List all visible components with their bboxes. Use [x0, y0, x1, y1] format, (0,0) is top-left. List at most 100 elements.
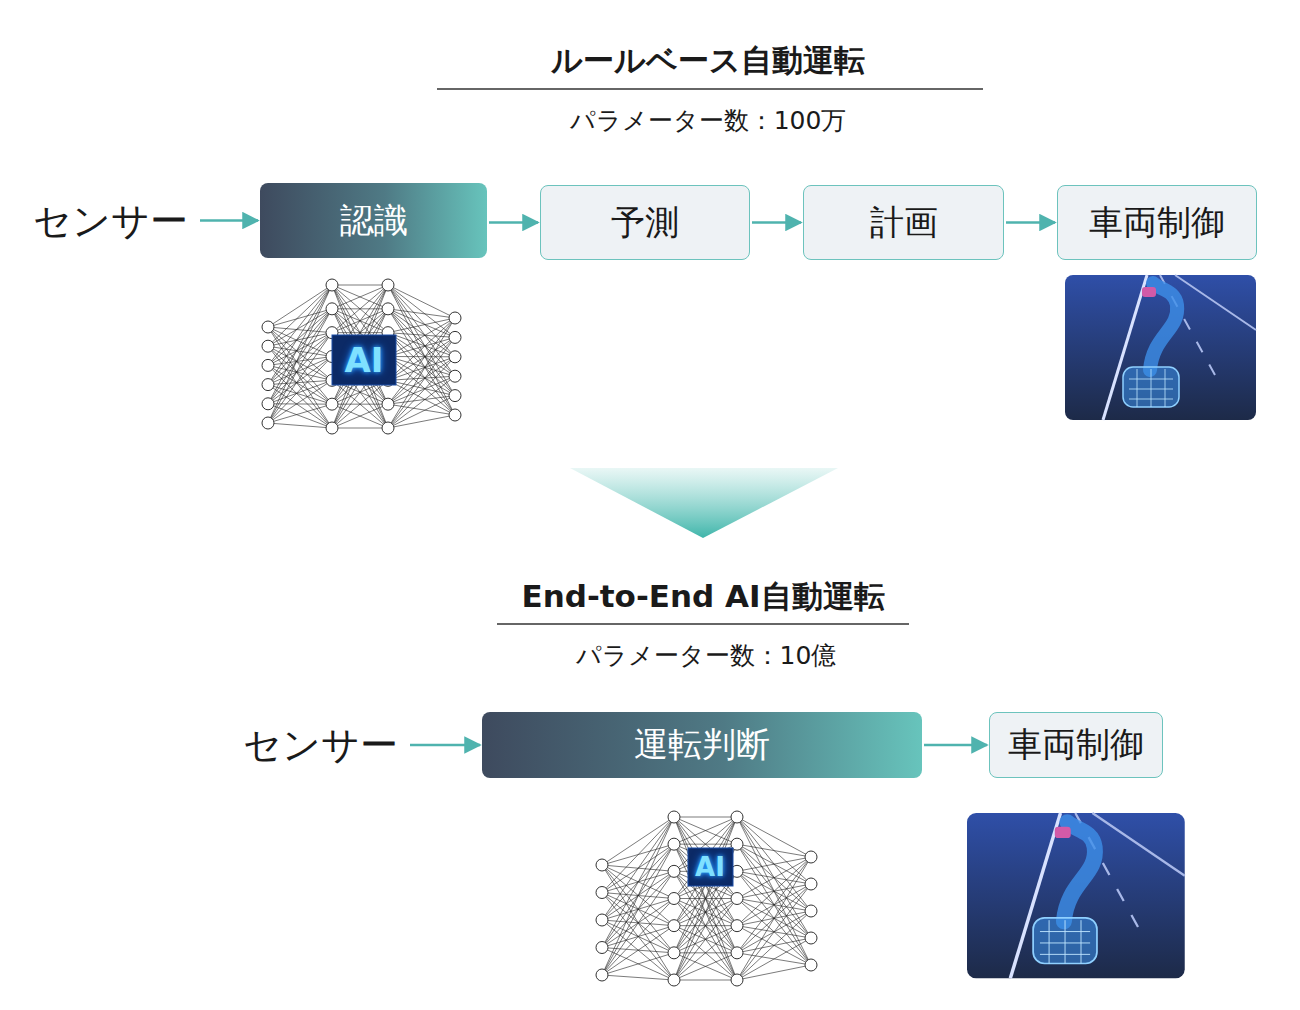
- net-link: [388, 380, 455, 415]
- net-link: [388, 337, 455, 428]
- net-neuron: [449, 409, 461, 421]
- net-link: [268, 385, 332, 405]
- process-box: 計画: [803, 185, 1004, 260]
- driving-scene: [1065, 275, 1256, 420]
- section-heading: ルールベース自動運転: [551, 40, 865, 82]
- road-line: [1092, 813, 1184, 876]
- node-text: 車両制御: [1008, 722, 1144, 768]
- net-link: [388, 376, 455, 428]
- net-link: [388, 309, 455, 415]
- net-neuron: [731, 811, 743, 823]
- net-link: [388, 337, 455, 404]
- net-link: [674, 844, 737, 980]
- scene-bg: [1065, 275, 1256, 420]
- net-link: [602, 953, 674, 975]
- net-neuron: [262, 417, 274, 429]
- net-link: [602, 817, 674, 975]
- ai-badge: AI: [695, 852, 725, 882]
- flow-arrow: [489, 221, 538, 224]
- net-neuron: [668, 947, 680, 959]
- net-neuron: [668, 893, 680, 905]
- net-neuron: [668, 920, 680, 932]
- net-link: [674, 926, 737, 980]
- net-link: [332, 285, 388, 333]
- net-link: [737, 817, 811, 911]
- net-link: [388, 415, 455, 428]
- net-link: [388, 333, 455, 415]
- net-link: [737, 911, 811, 980]
- net-link: [388, 376, 455, 380]
- net-link: [674, 817, 737, 899]
- net-link: [737, 857, 811, 980]
- net-link: [602, 871, 674, 975]
- net-link: [332, 285, 388, 333]
- net-link: [332, 285, 388, 309]
- net-link: [737, 857, 811, 871]
- net-link: [388, 357, 455, 404]
- input-label: センサー: [30, 193, 190, 249]
- net-link: [388, 357, 455, 381]
- net-link: [737, 817, 811, 884]
- net-link: [674, 844, 737, 898]
- net-link: [674, 871, 737, 980]
- net-link: [388, 376, 455, 404]
- net-link: [268, 365, 332, 404]
- net-link: [388, 404, 455, 415]
- net-neuron: [262, 359, 274, 371]
- net-link: [737, 965, 811, 980]
- net-link: [602, 975, 674, 980]
- net-link: [737, 857, 811, 953]
- net-link: [332, 285, 388, 286]
- net-link: [674, 817, 737, 818]
- net-neuron: [382, 303, 394, 315]
- net-link: [737, 857, 811, 926]
- input-label: センサー: [240, 717, 400, 773]
- net-link: [602, 920, 674, 980]
- ai-stage-box: 認識: [260, 183, 487, 258]
- net-neuron: [326, 279, 338, 291]
- net-link: [388, 318, 455, 404]
- net-link: [268, 333, 332, 423]
- ai-stage-box: 運転判断: [482, 712, 922, 778]
- wire-car: [1033, 918, 1097, 964]
- net-neuron: [262, 340, 274, 352]
- net-neuron: [326, 422, 338, 434]
- net-link: [388, 356, 455, 357]
- net-link: [674, 817, 737, 844]
- ai-badge: AI: [345, 340, 384, 380]
- net-link: [674, 926, 737, 980]
- flow-arrow: [410, 744, 480, 747]
- net-link: [268, 380, 332, 403]
- node-text: 車両制御: [1089, 200, 1225, 246]
- flow-arrow: [924, 744, 987, 747]
- net-neuron: [262, 398, 274, 410]
- node-text: 運転判断: [634, 722, 770, 768]
- net-neuron: [326, 303, 338, 315]
- ai-panel: [332, 335, 396, 385]
- flow-arrow: [1006, 221, 1055, 224]
- net-link: [674, 953, 737, 980]
- node-text: センサー: [33, 196, 188, 247]
- net-neuron: [382, 279, 394, 291]
- net-neuron: [731, 974, 743, 986]
- net-neuron: [382, 398, 394, 410]
- neural-net-icon: [596, 811, 817, 986]
- net-neuron: [596, 942, 608, 954]
- net-link: [737, 844, 811, 965]
- net-neuron: [449, 390, 461, 402]
- net-neuron: [805, 851, 817, 863]
- net-neuron: [596, 887, 608, 899]
- net-link: [388, 357, 455, 428]
- driving-scene: [967, 813, 1185, 978]
- net-link: [268, 404, 332, 428]
- net-link: [737, 938, 811, 980]
- road-line: [1175, 275, 1256, 330]
- net-link: [332, 380, 388, 428]
- net-link: [602, 926, 674, 975]
- net-link: [332, 428, 388, 429]
- node-text: 予測: [611, 200, 679, 246]
- net-link: [268, 423, 332, 428]
- net-neuron: [731, 920, 743, 932]
- heading-rule: [437, 88, 983, 90]
